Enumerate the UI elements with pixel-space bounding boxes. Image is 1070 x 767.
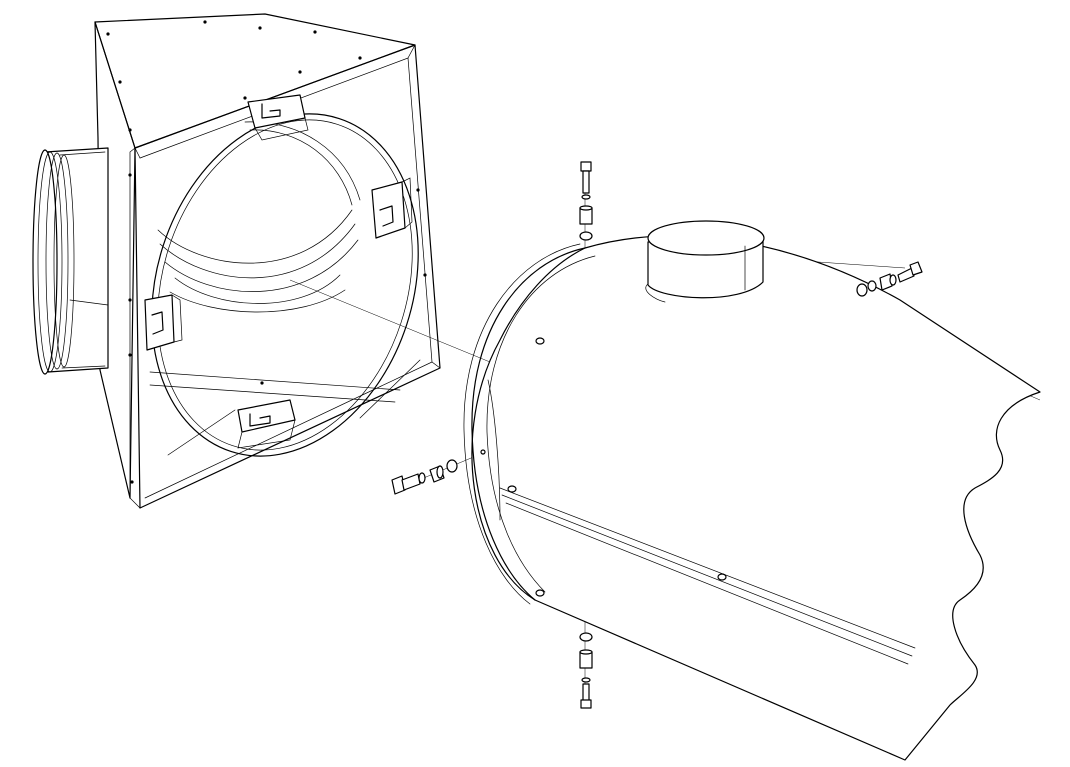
mounting-bracket xyxy=(144,94,413,449)
bolt-assembly xyxy=(391,161,923,709)
inlet-collar xyxy=(32,147,109,375)
outlet-collar xyxy=(645,220,765,303)
adapter-plenum-box xyxy=(94,13,441,509)
fan-housing-cylinder xyxy=(463,235,1041,761)
